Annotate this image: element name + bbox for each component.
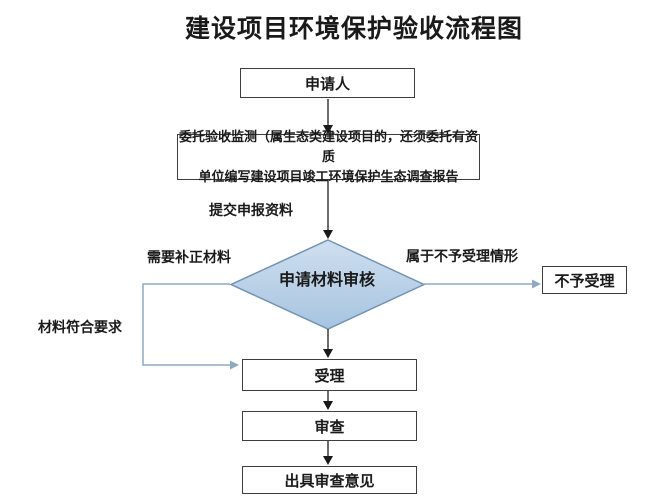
arrow-review-left-loop [142, 283, 230, 366]
node-issue-opinion: 出具审查意见 [242, 466, 417, 494]
node-applicant: 申请人 [240, 68, 415, 98]
arrowhead-down-icon [323, 401, 333, 410]
edge-label-not-accept-case: 属于不予受理情形 [406, 248, 518, 264]
page-title: 建设项目环境保护验收流程图 [184, 15, 523, 43]
arrowhead-right-icon [532, 279, 541, 289]
node-applicant-label: 申请人 [304, 75, 350, 93]
node-examine: 审查 [242, 411, 417, 441]
node-not-accepted: 不予受理 [542, 266, 627, 294]
arrowhead-down-icon [323, 349, 333, 358]
node-entrust-line1: 委托验收监测（属生态类建设项目的，还须委托有资质 [178, 129, 478, 164]
node-accept: 受理 [242, 359, 417, 391]
arrowhead-down-icon [323, 125, 333, 134]
node-accept-label: 受理 [314, 367, 345, 385]
edge-label-materials-ok: 材料符合要求 [38, 319, 122, 335]
arrowhead-down-icon [323, 230, 333, 239]
node-issue-opinion-label: 出具审查意见 [284, 472, 375, 490]
arrowhead-right-icon [230, 360, 239, 370]
edge-label-need-supplement: 需要补正材料 [147, 249, 231, 265]
edge-label-submit-materials: 提交申报资料 [209, 202, 293, 218]
node-material-review-label: 申请材料审核 [278, 271, 375, 289]
arrowhead-down-icon [323, 456, 333, 465]
node-entrust-monitoring: 委托验收监测（属生态类建设项目的，还须委托有资质 单位编写建设项目竣工环境保护生… [177, 129, 480, 184]
node-material-review: 申请材料审核 [230, 240, 424, 329]
node-not-accepted-label: 不予受理 [554, 272, 615, 290]
node-examine-label: 审查 [314, 418, 345, 436]
node-entrust-line2: 单位编写建设项目竣工环境保护生态调查报告 [198, 169, 459, 184]
